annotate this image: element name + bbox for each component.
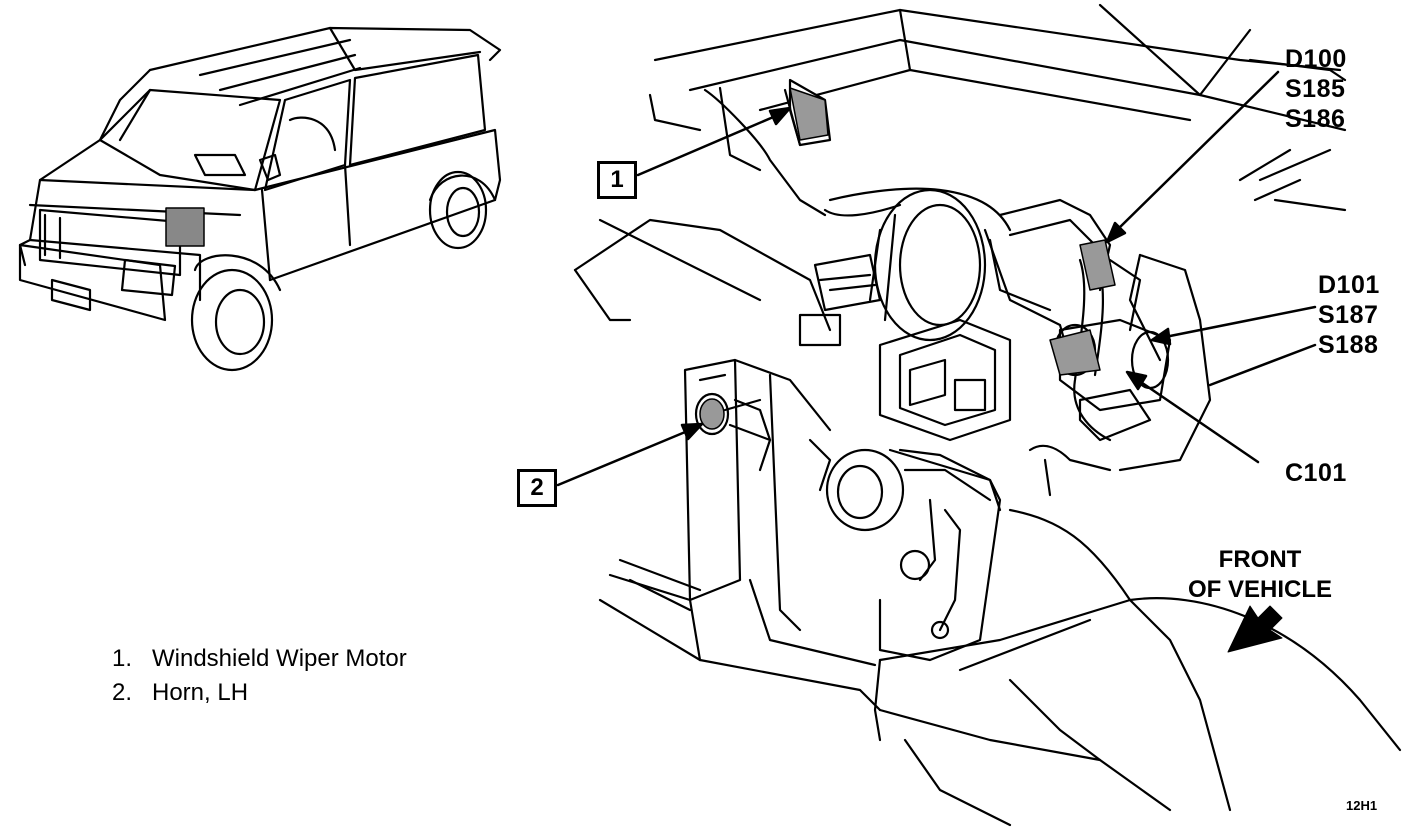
legend-item: 2. Horn, LH bbox=[112, 676, 407, 710]
code-c101-label: C101 bbox=[1285, 459, 1347, 487]
figure-id: 12H1 bbox=[1346, 798, 1378, 813]
d100-shade bbox=[1079, 239, 1116, 291]
legend-number: 1. bbox=[112, 645, 133, 672]
legend-label: Windshield Wiper Motor bbox=[152, 645, 407, 672]
code-group-mid: D101 S187 S188 bbox=[1318, 270, 1380, 360]
callout-1-label: 1 bbox=[610, 166, 624, 193]
callout-2: 2 bbox=[517, 469, 557, 507]
legend-label: Horn, LH bbox=[152, 679, 249, 706]
location-marker bbox=[165, 207, 205, 247]
code-s187: S187 bbox=[1318, 301, 1379, 329]
d101-shade bbox=[1049, 329, 1101, 376]
legend: 1. Windshield Wiper Motor 2. Horn, LH bbox=[112, 642, 407, 710]
engine-compartment-illustration bbox=[573, 3, 1402, 827]
front-arrow bbox=[1227, 605, 1283, 653]
callout-1: 1 bbox=[597, 161, 637, 199]
front-line-1: FRONT bbox=[1218, 546, 1302, 573]
code-group-top: D100 S185 S186 bbox=[1285, 44, 1347, 134]
callout-2-label: 2 bbox=[530, 474, 544, 501]
code-s188: S188 bbox=[1318, 331, 1379, 359]
legend-number: 2. bbox=[112, 679, 133, 706]
horn-shade bbox=[699, 398, 725, 430]
code-d101: D101 bbox=[1318, 271, 1380, 299]
front-of-vehicle-label: FRONT OF VEHICLE bbox=[1160, 545, 1360, 605]
code-s185: S185 bbox=[1285, 75, 1346, 103]
legend-item: 1. Windshield Wiper Motor bbox=[112, 642, 407, 676]
code-c101: C101 bbox=[1285, 458, 1347, 488]
wiper-motor-shade bbox=[789, 87, 829, 141]
front-line-2: OF VEHICLE bbox=[1187, 576, 1332, 603]
code-s186: S186 bbox=[1285, 105, 1346, 133]
code-d100: D100 bbox=[1285, 45, 1347, 73]
van-illustration bbox=[18, 26, 502, 372]
